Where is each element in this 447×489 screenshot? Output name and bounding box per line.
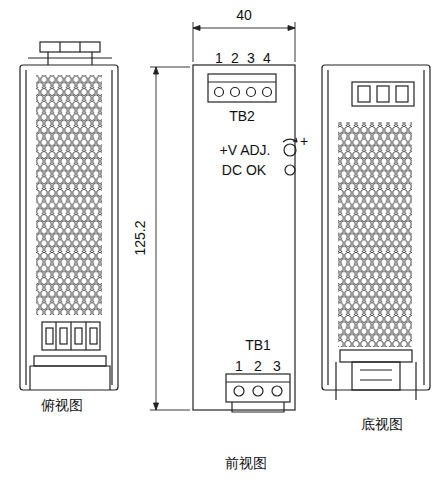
terminal-name: TB1 — [245, 338, 271, 352]
front-view — [193, 65, 297, 412]
control-label: +V ADJ. — [220, 143, 271, 157]
pin-number: 1 — [215, 51, 223, 65]
dimension-height: 125.2 — [133, 220, 147, 255]
pin-number: 3 — [273, 359, 281, 373]
pin-number: 1 — [235, 359, 243, 373]
terminal-name: TB2 — [229, 109, 255, 123]
view-caption: 底视图 — [361, 418, 403, 432]
polarity-sign: + — [300, 134, 308, 148]
pin-number: 2 — [254, 359, 262, 373]
pin-number: 4 — [263, 51, 271, 65]
dimension-lines — [150, 22, 295, 410]
dimension-width: 40 — [236, 8, 252, 22]
indicator-label: DC OK — [222, 163, 266, 177]
top-view — [20, 42, 118, 390]
bottom-view — [322, 65, 430, 400]
view-caption: 俯视图 — [41, 399, 83, 413]
pin-number: 2 — [231, 51, 239, 65]
view-caption: 前视图 — [225, 457, 267, 471]
pin-number: 3 — [247, 51, 255, 65]
